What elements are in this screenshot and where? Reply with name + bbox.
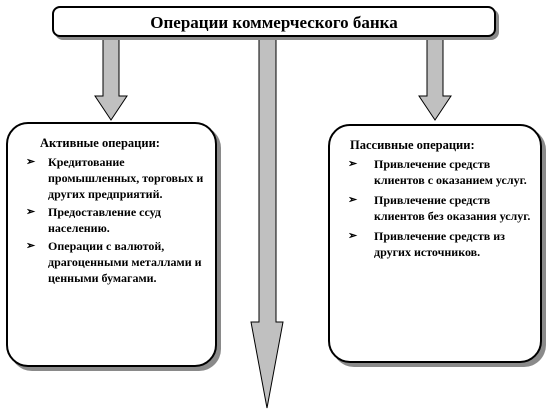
diagram-title: Операции коммерческого банка — [52, 6, 496, 37]
arrow-center-icon — [250, 37, 284, 409]
list-item: ➢Привлечение средств клиентов с оказание… — [348, 157, 527, 187]
bullet-arrow-icon: ➢ — [348, 158, 358, 170]
arrow-to-passive-icon — [418, 37, 452, 121]
bullet-arrow-icon: ➢ — [26, 156, 36, 168]
list-item: ➢Предоставление ссуд населению. — [26, 205, 161, 235]
passive-operations-heading: Пассивные операции: — [350, 138, 475, 152]
bullet-arrow-icon: ➢ — [26, 206, 36, 218]
list-item: ➢Кредитование промышленных, торговых и д… — [26, 155, 204, 201]
bullet-arrow-icon: ➢ — [26, 240, 36, 252]
list-item: ➢Операции с валютой, драгоценными металл… — [26, 239, 202, 285]
arrow-to-active-icon — [94, 37, 128, 121]
list-item: ➢Привлечение средств из других источнико… — [348, 229, 505, 259]
bullet-arrow-icon: ➢ — [348, 194, 358, 206]
bullet-arrow-icon: ➢ — [348, 230, 358, 242]
active-operations-list: ➢Кредитование промышленных, торговых и д… — [24, 154, 207, 286]
passive-operations-list: ➢Привлечение средств клиентов с оказание… — [346, 156, 532, 260]
list-item: ➢Привлечение средств клиентов без оказан… — [348, 193, 531, 223]
active-operations-box: Активные операции: ➢Кредитование промышл… — [6, 122, 217, 367]
passive-operations-box: Пассивные операции: ➢Привлечение средств… — [328, 124, 542, 363]
active-operations-heading: Активные операции: — [40, 136, 160, 150]
